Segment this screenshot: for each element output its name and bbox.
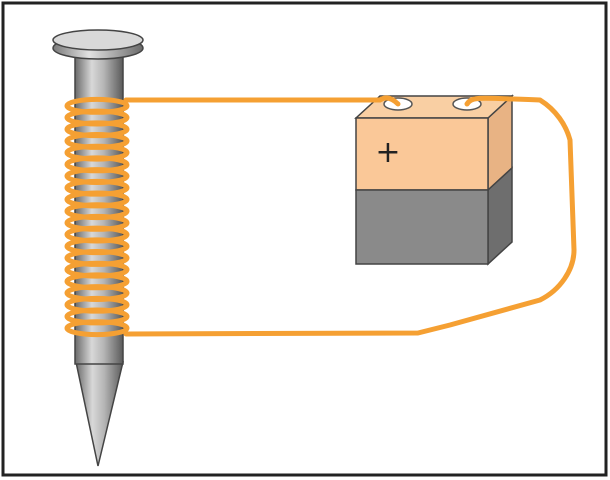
battery-negative-half [355, 189, 489, 265]
wire [123, 95, 577, 337]
battery-positive-label: + [375, 135, 400, 170]
nail-head-top [52, 29, 144, 51]
coil-loop [64, 319, 130, 338]
wire-coil [64, 96, 130, 338]
wire-return-lead [123, 95, 577, 337]
wire-top-lead [123, 95, 401, 107]
battery: + [354, 94, 514, 266]
